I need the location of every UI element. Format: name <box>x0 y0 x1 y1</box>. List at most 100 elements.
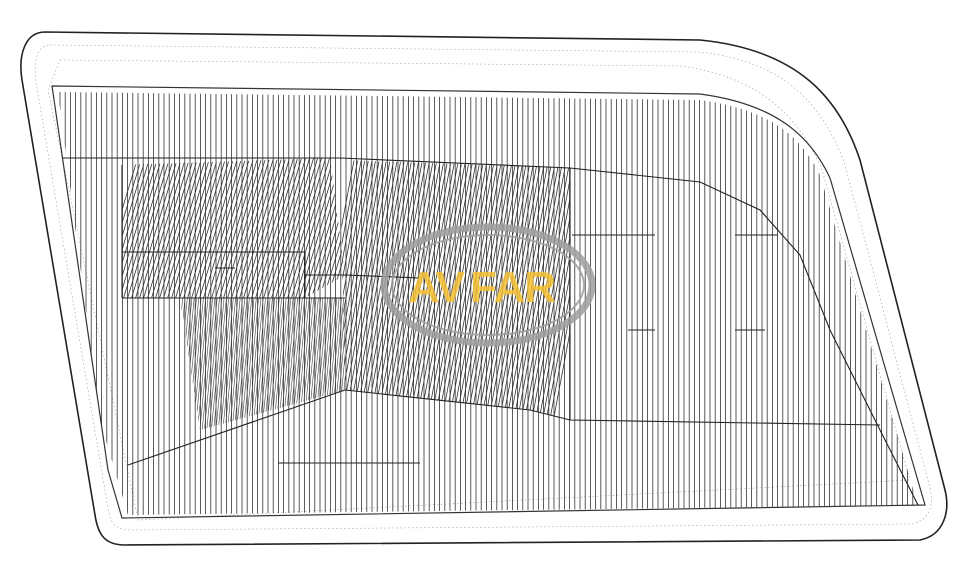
prism-line <box>434 160 485 420</box>
prism-fine-line <box>233 298 248 430</box>
prism-line <box>427 160 478 420</box>
prism-fine-line <box>230 298 246 430</box>
prism-line <box>122 158 149 298</box>
prism-line <box>158 158 205 298</box>
prism-line <box>282 158 329 298</box>
prism-fine-line <box>212 298 227 430</box>
prism-line <box>178 158 225 298</box>
prism-fine-line <box>203 298 218 430</box>
prism-line <box>198 158 245 298</box>
prism-line <box>146 158 193 298</box>
zone-boundaries <box>62 157 919 506</box>
prism-fine-line <box>207 298 223 430</box>
prism-line <box>452 160 503 420</box>
prism-line <box>126 158 173 298</box>
prism-fine-line <box>180 298 188 430</box>
prism-line <box>154 158 201 298</box>
prism-line <box>134 158 181 298</box>
prism-line <box>182 158 229 298</box>
prism-line <box>230 158 277 298</box>
prism-line <box>553 160 570 420</box>
prism-fine-line <box>221 298 237 430</box>
prism-fine-line <box>205 298 221 430</box>
prism-fine-line <box>214 298 230 430</box>
prism-fine-line <box>242 298 257 430</box>
prism-fine-line <box>246 298 262 430</box>
watermark-text-a: AV <box>408 263 466 312</box>
prism-fine-line <box>217 298 232 430</box>
housing-rim-texture-2 <box>47 59 911 521</box>
prism-line <box>538 160 570 420</box>
watermark-logo: AV FAR <box>380 223 596 347</box>
prism-line <box>419 160 471 420</box>
prism-line <box>286 158 333 298</box>
prism-line <box>373 160 424 420</box>
prism-line <box>506 160 557 420</box>
prism-line <box>391 160 442 420</box>
prism-line <box>290 158 337 298</box>
prism-line <box>340 160 381 420</box>
housing-outer-outline <box>20 31 948 546</box>
prism-fine-line <box>237 298 253 430</box>
prism-line <box>254 158 301 298</box>
prism-line <box>513 160 565 420</box>
prism-line <box>394 160 446 420</box>
prism-fine-line <box>180 298 184 430</box>
prism-fine-line <box>210 298 225 430</box>
prism-line <box>430 160 482 420</box>
prism-line <box>455 160 507 420</box>
prism-line <box>340 160 359 420</box>
prism-line <box>238 158 285 298</box>
prism-line <box>517 160 568 420</box>
prism-line <box>491 160 543 420</box>
prism-line <box>166 158 213 298</box>
prism-fine-line <box>180 298 186 430</box>
prism-line <box>470 160 521 420</box>
prism-line <box>542 160 570 420</box>
prism-line <box>459 160 511 420</box>
prism-line <box>340 160 374 420</box>
prism-line <box>488 160 539 420</box>
prism-line <box>463 160 514 420</box>
prism-line <box>186 158 233 298</box>
prism-line <box>347 160 399 420</box>
prism-line <box>274 158 321 298</box>
prism-line <box>473 160 525 420</box>
prism-line <box>448 160 500 420</box>
prism-line <box>499 160 550 420</box>
prism-fine-line <box>244 298 260 430</box>
prism-fine-line <box>226 298 241 430</box>
prism-line <box>495 160 547 420</box>
prism-line <box>520 160 570 420</box>
prism-line <box>340 160 385 420</box>
prism-line <box>250 158 297 298</box>
prism-line <box>170 158 217 298</box>
watermark-text-b: FAR <box>470 263 555 312</box>
prism-line <box>437 160 489 420</box>
prism-line <box>340 160 377 420</box>
prism-line <box>409 160 460 420</box>
prism-fine-line <box>196 298 211 430</box>
prism-line <box>445 160 496 420</box>
prism-line <box>122 158 165 298</box>
prism-line <box>258 158 305 298</box>
prism-line <box>549 160 570 420</box>
prism-line <box>222 158 269 298</box>
prism-line <box>246 158 293 298</box>
prism-line <box>242 158 289 298</box>
prism-line <box>401 160 453 420</box>
prism-line <box>509 160 561 420</box>
prism-line <box>122 158 157 298</box>
prism-line <box>535 160 570 420</box>
prism-line <box>270 158 317 298</box>
prism-line <box>142 158 189 298</box>
prism-line <box>545 160 570 420</box>
prism-fine-line <box>235 298 250 430</box>
prism-line <box>340 160 370 420</box>
prism-line <box>150 158 197 298</box>
prism-line <box>484 160 536 420</box>
prism-zone-left-upper <box>122 158 345 298</box>
prism-line <box>130 158 177 298</box>
prism-line <box>340 160 392 420</box>
